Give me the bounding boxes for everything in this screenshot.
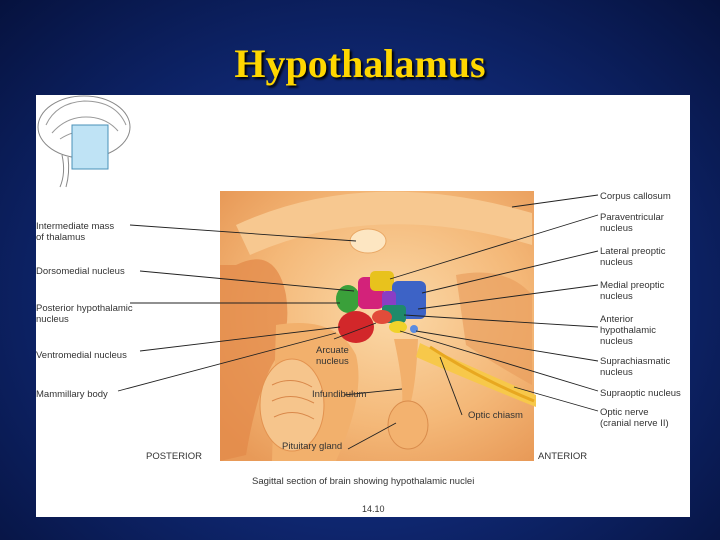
label-lateral-preoptic-nucleus: Lateral preoptic nucleus — [600, 246, 666, 268]
hypothalamic-nuclei — [336, 271, 426, 343]
label-anterior: ANTERIOR — [538, 451, 588, 462]
label-supraoptic-nucleus: Supraoptic nucleus — [600, 388, 681, 399]
label-suprachiasmatic-nucleus: Suprachiasmatic nucleus — [600, 356, 671, 378]
posterior-hypothalamic-nucleus — [336, 285, 360, 313]
label-pituitary-gland: Pituitary gland — [282, 441, 343, 452]
label-dorsomedial-nucleus: Dorsomedial nucleus — [36, 266, 125, 277]
label-mammillary-body: Mammillary body — [36, 389, 108, 400]
label-infundibulum: Infundibulum — [312, 389, 367, 400]
label-medial-preoptic-nucleus: Medial preoptic nucleus — [600, 280, 665, 302]
suprachiasmatic-nucleus — [410, 325, 418, 333]
slide-title: Hypothalamus — [234, 41, 486, 86]
figure-caption: Sagittal section of brain showing hypoth… — [252, 476, 475, 487]
label-ventromedial-nucleus: Ventromedial nucleus — [36, 350, 127, 361]
supraoptic-nucleus — [389, 321, 407, 333]
sagittal-section — [220, 191, 536, 461]
label-arcuate-nucleus: Arcuate nucleus — [316, 345, 349, 367]
label-optic-nerve: Optic nerve (cranial nerve II) — [600, 407, 669, 429]
label-paraventricular-nucleus: Paraventricular nucleus — [600, 212, 664, 234]
paraventricular-nucleus — [370, 271, 394, 291]
brain-illustration — [37, 95, 599, 461]
leader-lines — [117, 194, 599, 450]
inset-brain-icon — [37, 95, 131, 188]
figure-number: 14.10 — [362, 504, 385, 514]
figure-panel: Intermediate mass of thalamus Dorsomedia… — [36, 95, 690, 517]
arcuate-nucleus — [372, 310, 392, 324]
label-posterior: POSTERIOR — [146, 451, 202, 462]
label-intermediate-mass: Intermediate mass of thalamus — [36, 221, 115, 243]
label-anterior-hypothalamic-nucleus: Anterior hypothalamic nucleus — [600, 314, 656, 347]
label-optic-chiasm: Optic chiasm — [468, 410, 523, 421]
label-corpus-callosum: Corpus callosum — [600, 191, 671, 202]
ventromedial-nucleus — [338, 311, 374, 343]
label-posterior-hypothalamic-nucleus: Posterior hypothalamic nucleus — [36, 303, 133, 325]
